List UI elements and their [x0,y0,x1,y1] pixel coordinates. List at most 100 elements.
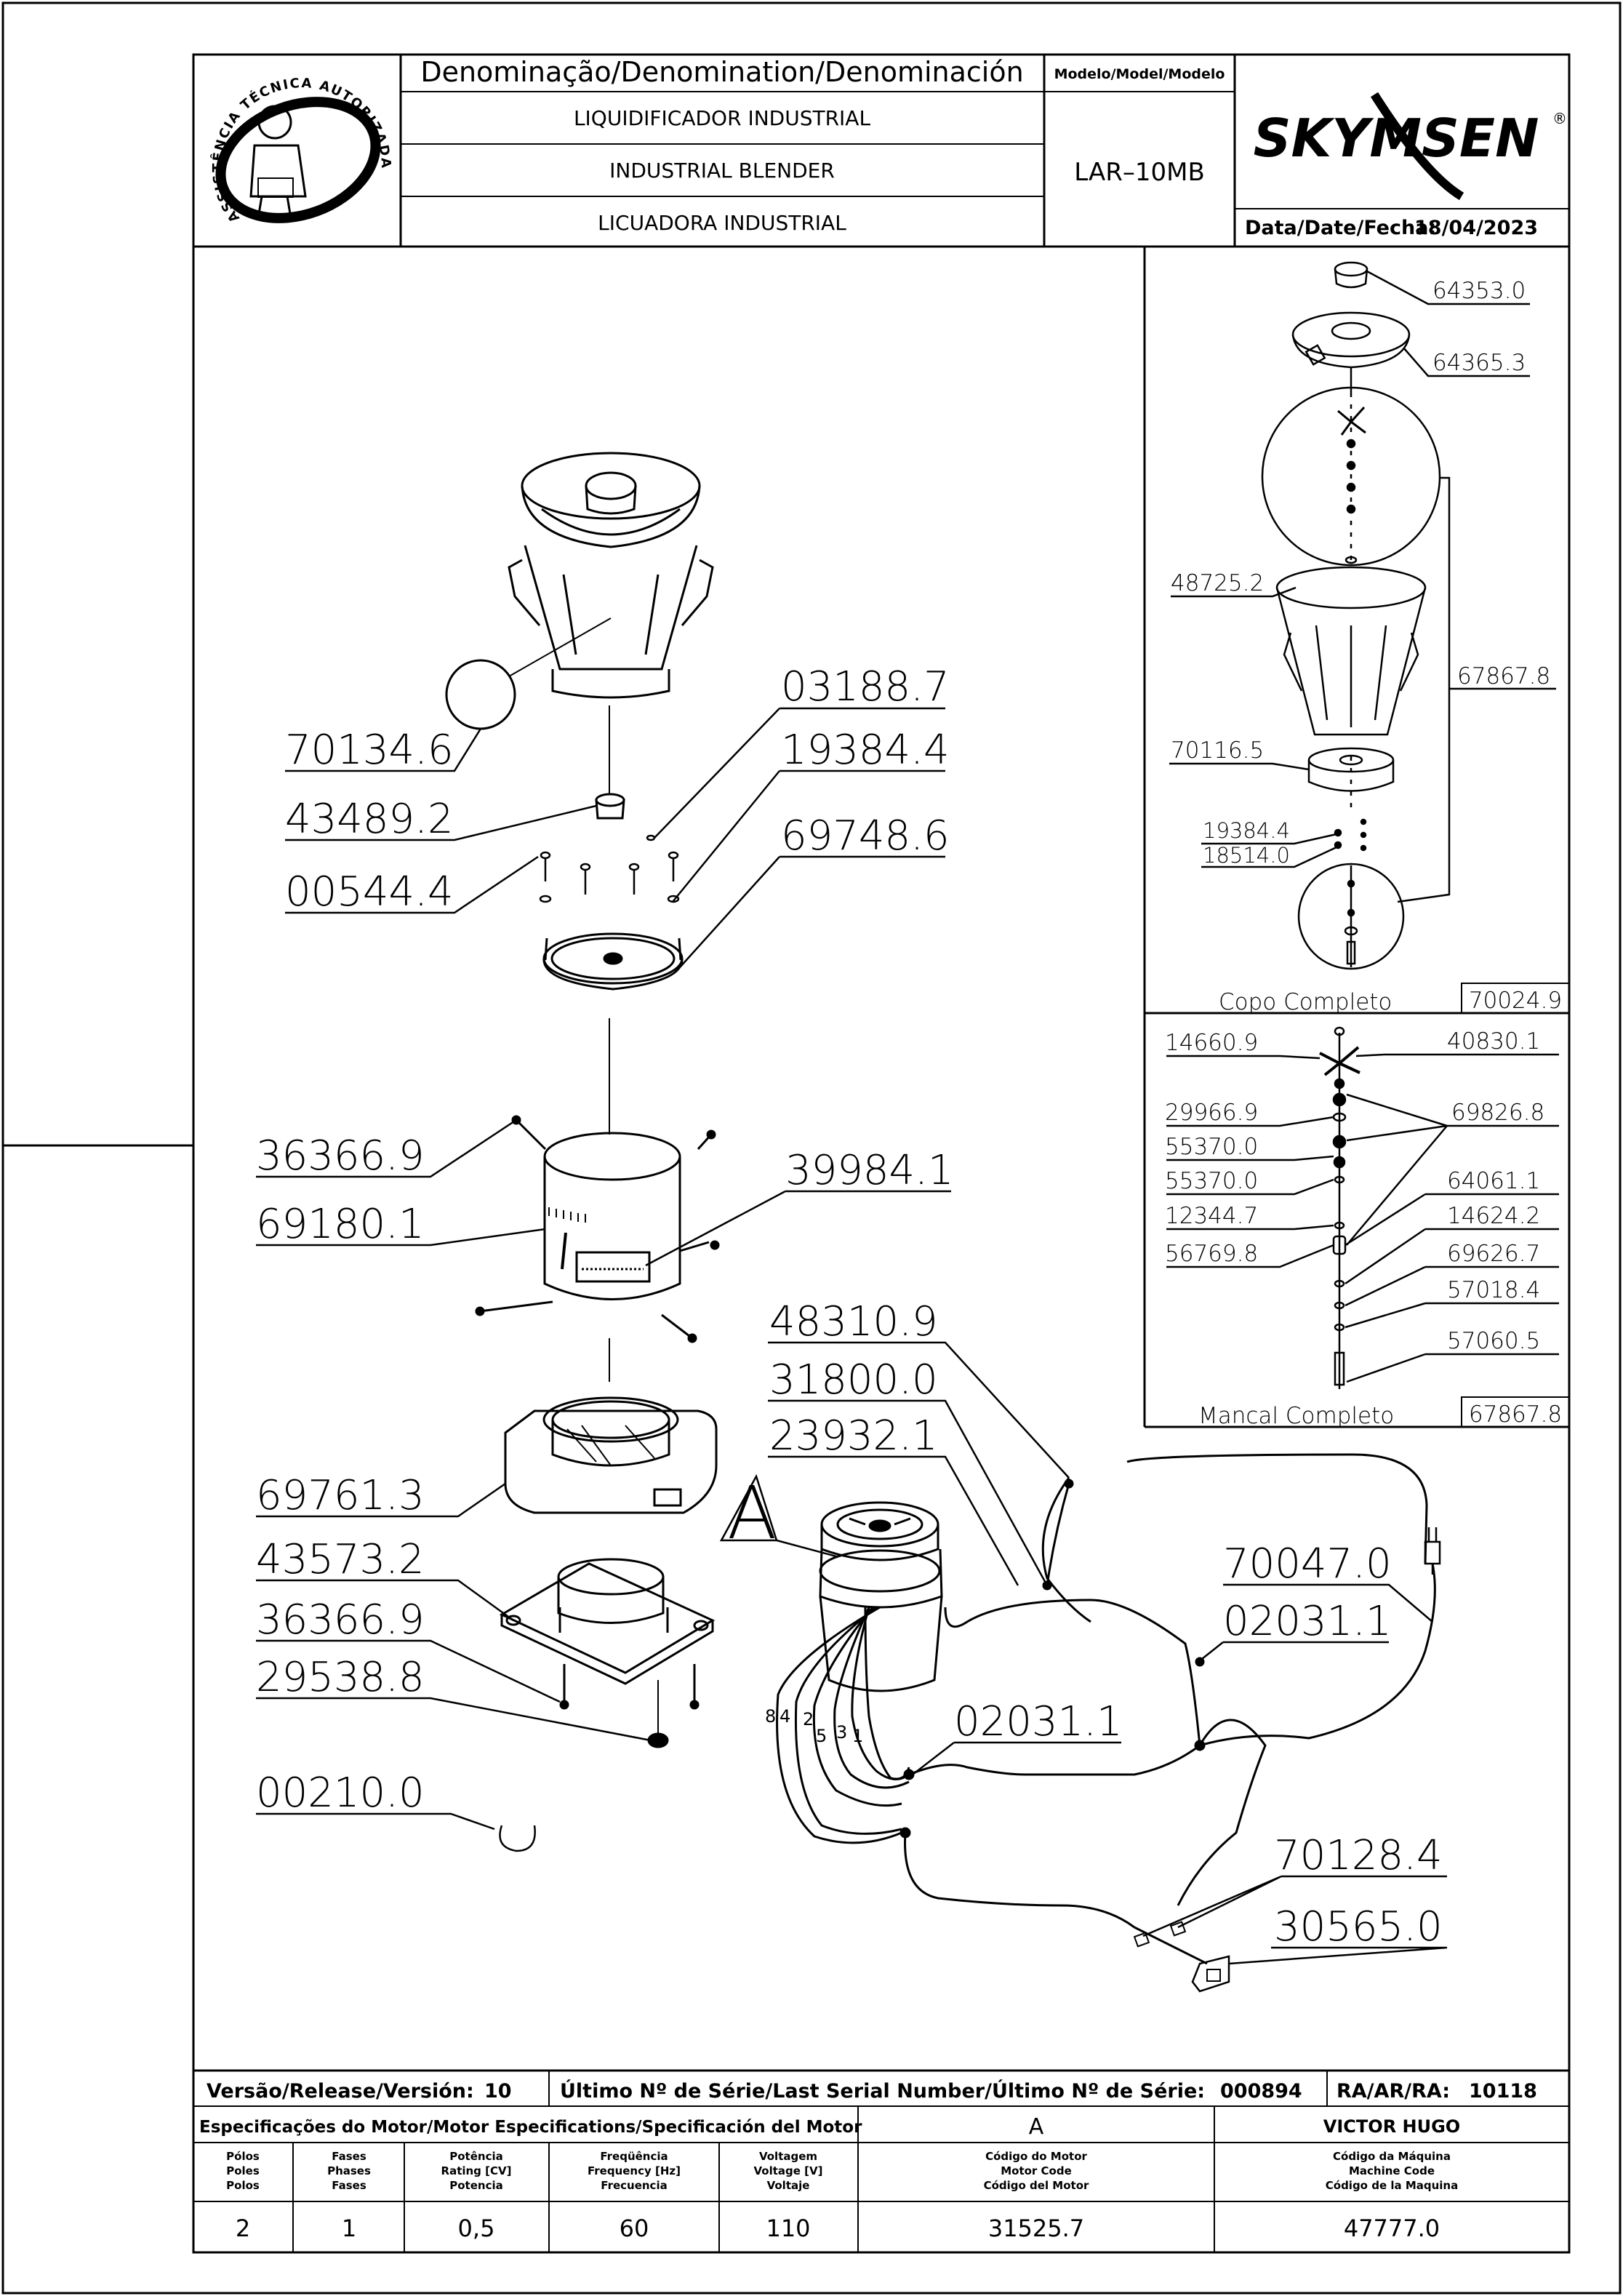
freq-h-pt: Freqüência [600,2150,668,2163]
phases-h-es: Fases [332,2179,366,2192]
label-55370-0-a: 55370.0 [1165,1134,1258,1160]
main-exploded-view [256,452,1448,1993]
detail-a-label: A [727,1471,777,1556]
denomination-title: Denominação/Denomination/Denominación [420,56,1023,88]
label-67867-8: 67867.8 [1457,663,1550,689]
poles-h-en: Poles [226,2164,260,2177]
poles-h-es: Polos [226,2179,260,2192]
brand-mark: ® [1552,110,1567,127]
power-value: 0,5 [458,2215,495,2242]
wire-number-4: 4 [780,1706,790,1727]
label-00210-0: 00210.0 [256,1769,425,1817]
name-es: LICUADORA INDUSTRIAL [598,211,846,235]
freq-h-en: Frequency [Hz] [588,2164,681,2177]
wire-number-1: 1 [852,1726,863,1746]
title-block [193,55,1569,248]
machine-code-value: 47777.0 [1344,2215,1440,2242]
brand-logo: SKYMSEN ® [1254,92,1567,201]
label-36366-9-top: 36366.9 [256,1132,425,1180]
release-label: Versão/Release/Versión: [207,2080,474,2103]
label-69626-7: 69626.7 [1447,1241,1540,1267]
copo-code: 70024.9 [1469,988,1562,1014]
machine-code-h-es: Código de la Maquina [1326,2179,1458,2192]
name-en: INDUSTRIAL BLENDER [609,159,835,183]
label-36366-9-bottom: 36366.9 [256,1596,425,1644]
label-31800-0: 31800.0 [769,1356,938,1404]
label-55370-0-b: 55370.0 [1165,1168,1258,1194]
date-value: 18/04/2023 [1414,217,1538,239]
label-57060-5: 57060.5 [1447,1328,1540,1354]
volt-h-pt: Voltagem [759,2150,817,2163]
label-40830-1: 40830.1 [1447,1028,1540,1055]
poles-h-pt: Pólos [226,2150,260,2163]
frequency-value: 60 [620,2215,649,2242]
brand-name: SKYMSEN [1254,108,1539,169]
label-64365-3: 64365.3 [1432,350,1526,376]
label-29966-9: 29966.9 [1165,1100,1258,1126]
label-43573-2: 43573.2 [256,1536,425,1583]
date-label: Data/Date/Fecha: [1245,217,1436,239]
wire-number-5: 5 [816,1726,827,1746]
label-30565-0: 30565.0 [1274,1903,1443,1951]
ra-label: RA/AR/RA: [1337,2080,1450,2103]
label-64353-0: 64353.0 [1432,278,1526,304]
machine-code-h-pt: Código da Máquina [1333,2150,1451,2163]
label-70134-6: 70134.6 [285,727,454,774]
label-19384-4-copo: 19384.4 [1203,818,1290,843]
detail-panels [1143,247,1570,1428]
technician-name: VICTOR HUGO [1323,2116,1460,2137]
label-57018-4: 57018.4 [1447,1277,1540,1303]
motor-code-h-es: Código del Motor [984,2179,1089,2192]
label-02031-1-motor: 02031.1 [954,1698,1123,1745]
copo-caption: Copo Completo [1219,989,1392,1015]
label-39984-1: 39984.1 [785,1147,954,1194]
name-pt: LIQUIDIFICADOR INDUSTRIAL [574,106,870,130]
serial-value: 000894 [1220,2080,1302,2103]
label-23932-1: 23932.1 [769,1412,938,1460]
phases-h-pt: Fases [332,2150,366,2163]
power-h-es: Potencia [449,2179,502,2192]
motor-code-h-en: Motor Code [1001,2164,1072,2177]
label-48725-2: 48725.2 [1171,570,1264,596]
machine-code-h-en: Machine Code [1349,2164,1435,2177]
ra-value: 10118 [1469,2080,1537,2103]
label-70116-5: 70116.5 [1171,737,1264,764]
label-48310-9: 48310.9 [769,1298,938,1345]
label-29538-8: 29538.8 [256,1654,425,1701]
release-value: 10 [484,2080,512,2103]
wire-number-8: 8 [765,1706,776,1727]
label-70128-4: 70128.4 [1274,1832,1443,1879]
label-69826-8: 69826.8 [1451,1100,1544,1126]
label-70047-0: 70047.0 [1223,1540,1392,1588]
volt-h-es: Voltaje [767,2179,810,2192]
motor-variant: A [1029,2114,1044,2140]
model-value: LAR–10MB [1074,158,1205,187]
label-02031-1-right: 02031.1 [1223,1598,1392,1645]
label-56769-8: 56769.8 [1165,1241,1258,1267]
model-title: Modelo/Model/Modelo [1054,66,1225,82]
label-12344-7: 12344.7 [1165,1203,1258,1229]
power-h-en: Rating [CV] [441,2164,512,2177]
authorized-service-seal: ASSISTÊNCIA TÉCNICA AUTORIZADA [209,76,392,225]
motor-code-value: 31525.7 [988,2215,1084,2242]
copo-completo-drawing [1169,261,1556,970]
wire-number-2: 2 [803,1709,814,1729]
mancal-code: 67867.8 [1469,1401,1562,1428]
label-69761-3: 69761.3 [256,1472,425,1519]
phases-value: 1 [342,2215,356,2242]
volt-h-en: Voltage [V] [754,2164,823,2177]
label-69748-6: 69748.6 [781,812,950,860]
label-18514-0: 18514.0 [1203,843,1290,868]
label-19384-4: 19384.4 [781,727,950,774]
label-69180-1: 69180.1 [256,1201,425,1248]
footer-text: Versão/Release/Versión: 10 Último Nº de … [199,2079,1537,2242]
mancal-caption: Mancal Completo [1198,1403,1394,1429]
poles-value: 2 [236,2215,250,2242]
label-14660-9: 14660.9 [1165,1030,1258,1056]
footer-table [193,2069,1569,2252]
wire-number-3: 3 [836,1722,847,1743]
motor-code-h-pt: Código do Motor [985,2150,1087,2163]
label-64061-1: 64061.1 [1447,1168,1540,1194]
